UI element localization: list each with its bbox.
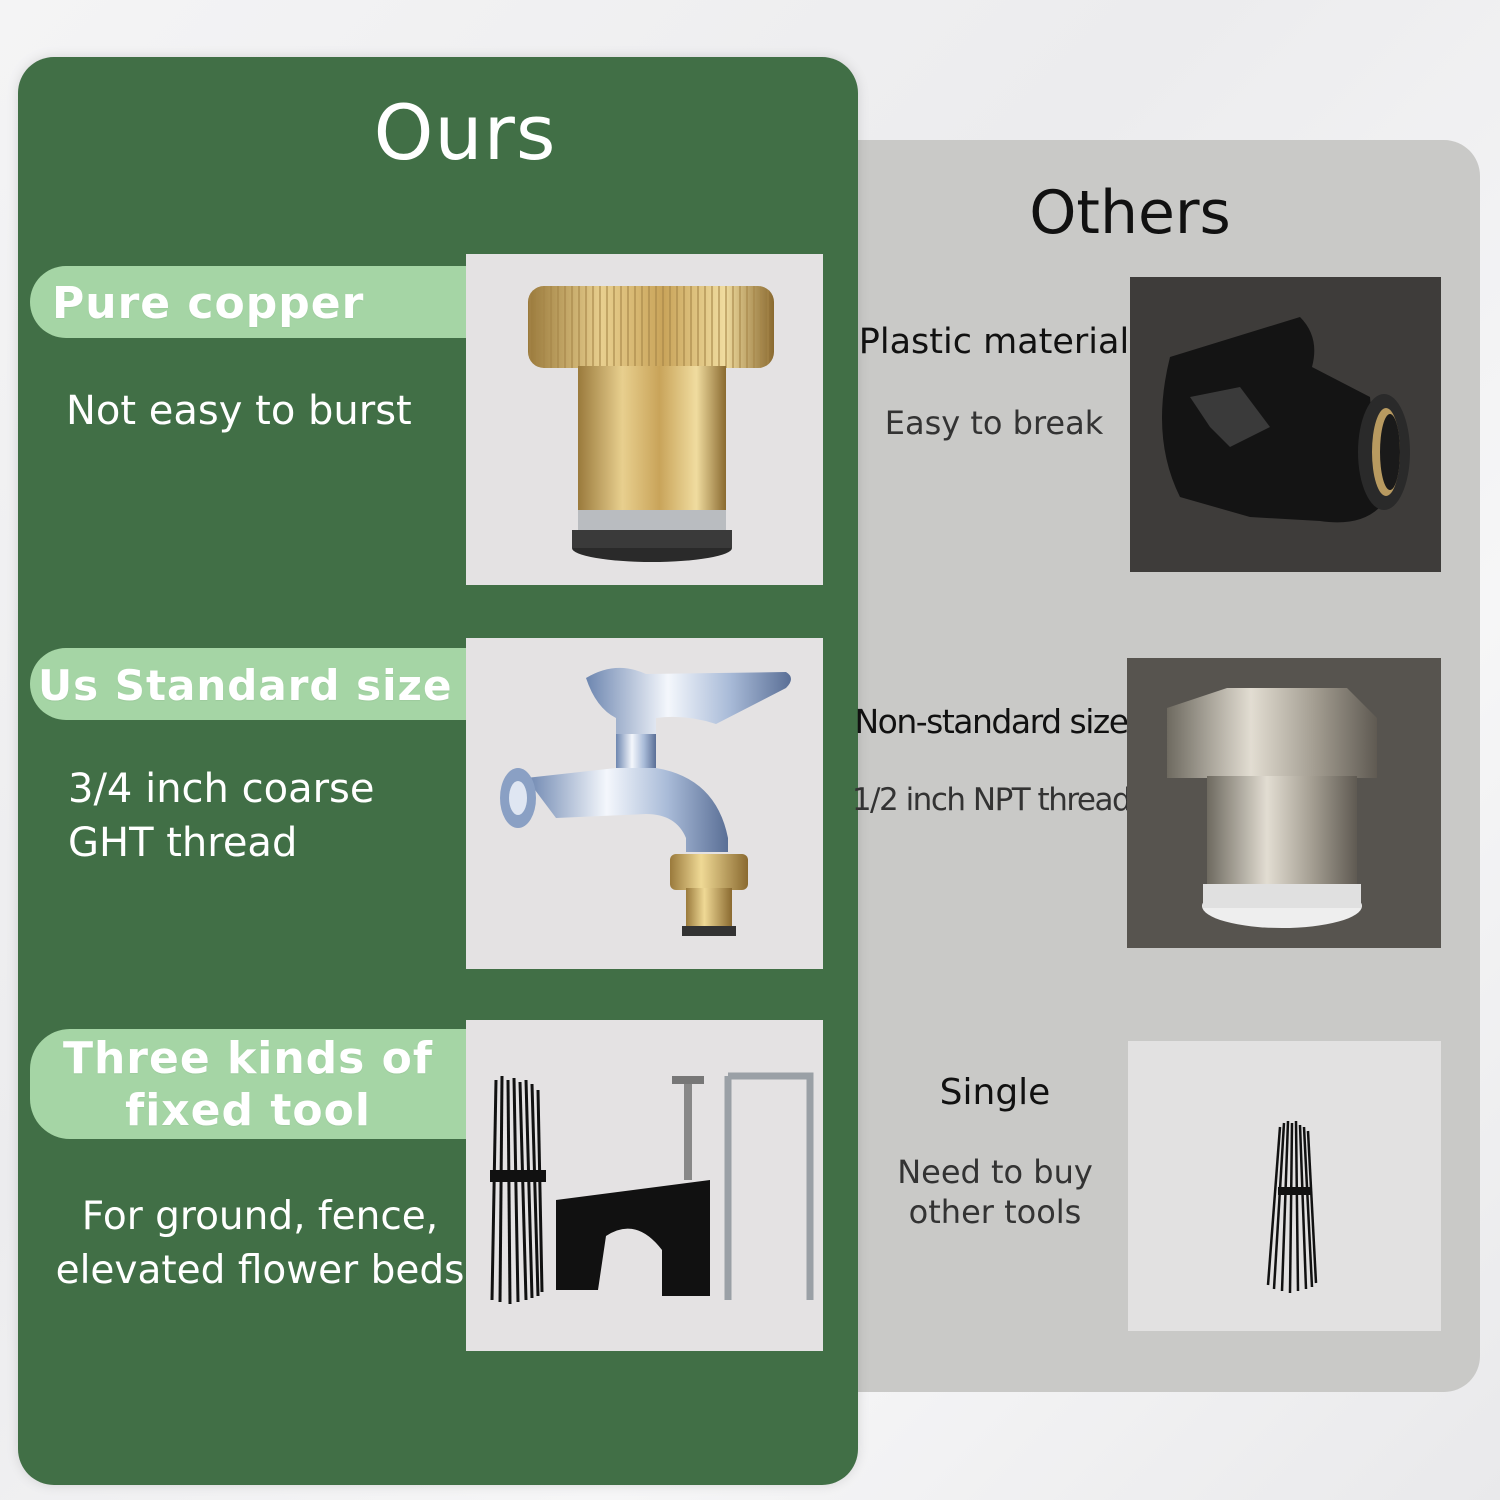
others-feature-label-nonstandard: Non-standard size xyxy=(854,702,1129,741)
ties-clip-stake-icon xyxy=(466,1020,823,1351)
desc-line: For ground, fence, xyxy=(81,1194,439,1239)
ours-feature-desc-copper: Not easy to burst xyxy=(66,384,466,438)
desc-line: elevated flower beds xyxy=(55,1248,465,1293)
label-line: fixed tool xyxy=(125,1085,371,1136)
brass-connector-icon xyxy=(466,254,823,585)
ours-feature-desc-size: 3/4 inch coarse GHT thread xyxy=(68,762,458,870)
desc-line: GHT thread xyxy=(68,820,298,866)
desc-line: Not easy to burst xyxy=(66,388,412,434)
desc-line: 1/2 inch NPT thread xyxy=(851,782,1132,818)
others-feature-desc-single: Need to buy other tools xyxy=(870,1152,1120,1232)
others-title: Others xyxy=(1029,178,1231,248)
ours-feature-desc-tools: For ground, fence, elevated flower beds xyxy=(54,1190,466,1298)
desc-line: Easy to break xyxy=(884,404,1104,442)
faucet-with-connector-icon xyxy=(466,638,823,969)
others-feature-desc-nonstandard: 1/2 inch NPT thread xyxy=(850,782,1132,818)
others-feature-label-single: Single xyxy=(939,1072,1051,1113)
desc-line: Need to buy xyxy=(897,1153,1093,1191)
ours-title: Ours xyxy=(373,88,557,177)
cable-ties-icon xyxy=(1128,1041,1441,1331)
broken-plastic-connector-icon xyxy=(1130,277,1441,572)
ours-feature-label-copper: Pure copper xyxy=(30,266,466,338)
label-line: Three kinds of xyxy=(62,1033,434,1084)
others-feature-label-plastic: Plastic material xyxy=(858,322,1130,362)
others-feature-desc-plastic: Easy to break xyxy=(858,404,1130,442)
desc-line: 3/4 inch coarse xyxy=(68,766,375,812)
ours-feature-label-tools: Three kinds of fixed tool xyxy=(30,1029,466,1139)
ours-feature-label-size: Us Standard size xyxy=(30,648,466,720)
nickel-connector-icon xyxy=(1127,658,1441,948)
desc-line: other tools xyxy=(908,1193,1082,1231)
